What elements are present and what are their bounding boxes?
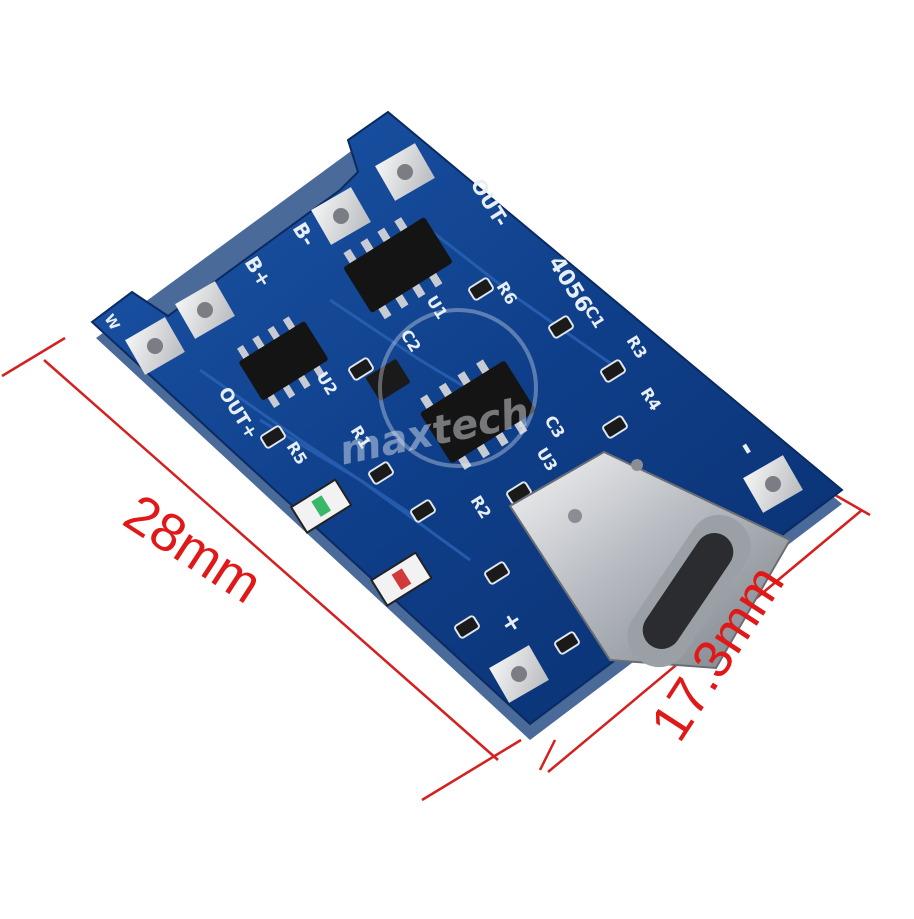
pcb-board: 4056 OUT- B- B+ OUT+ W - + U1 U2 U3 R1 R…: [90, 110, 844, 740]
extension-line-top-left: [1, 336, 66, 378]
smd-components: [260, 277, 628, 655]
length-dimension-line: [43, 359, 499, 761]
extension-line-bottom-right: [538, 739, 557, 771]
extension-line-bottom-left: [421, 738, 522, 802]
led-icon: [289, 478, 433, 608]
label-w: W: [101, 312, 123, 334]
usb-type-c-connector-icon: [508, 450, 792, 670]
extension-line-right: [834, 493, 871, 517]
solder-pad-icon: [125, 143, 803, 703]
ic-chip-icon: [236, 217, 536, 470]
